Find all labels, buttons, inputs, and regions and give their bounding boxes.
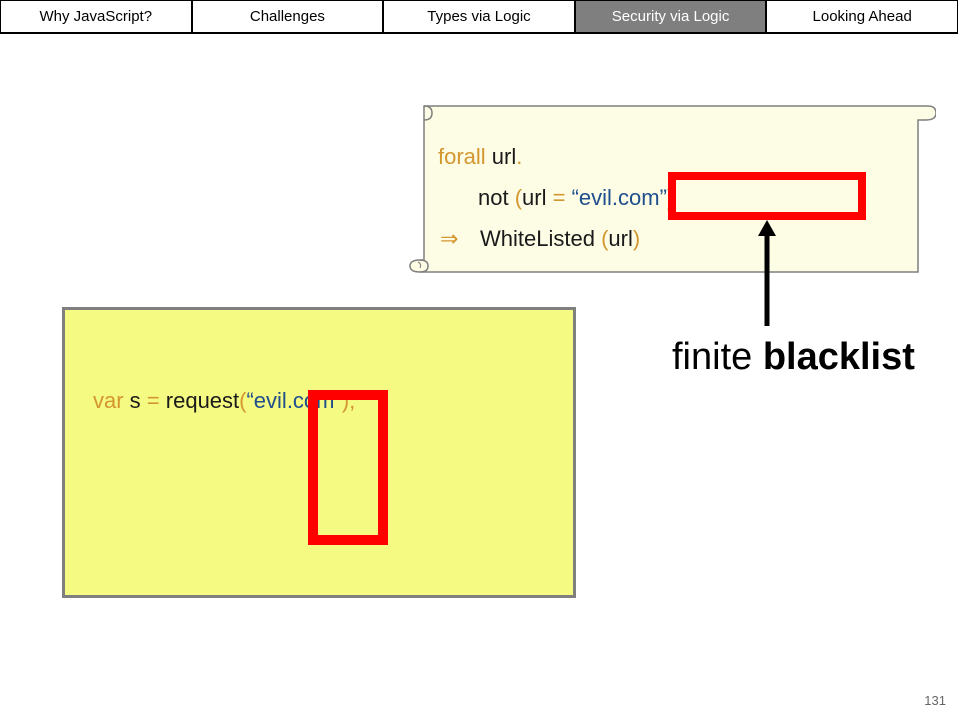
implies-icon: ⇒	[440, 226, 459, 251]
blacklist-highlight	[668, 172, 866, 220]
formula-line-2: not (url = “evil.com”)	[438, 177, 674, 218]
finite-blacklist-label: finite blacklist	[672, 336, 915, 379]
request-call: request	[159, 388, 240, 413]
evil-string: “evil.com”	[565, 185, 667, 210]
tab-security-via-logic[interactable]: Security via Logic	[575, 1, 768, 32]
formula-dot: .	[516, 144, 523, 169]
tab-challenges[interactable]: Challenges	[192, 1, 385, 32]
page-number: 131	[924, 693, 946, 708]
section-nav: Why JavaScript? Challenges Types via Log…	[0, 0, 958, 34]
code-ident: s	[123, 388, 147, 413]
label-prefix: finite	[672, 336, 763, 378]
url-var: url	[522, 185, 553, 210]
label-bold: blacklist	[762, 336, 915, 378]
tab-why-javascript[interactable]: Why JavaScript?	[1, 1, 193, 32]
code-panel: var s = request(“evil.com”);	[62, 307, 576, 598]
formula-line-3: ⇒ WhiteListed (url)	[438, 218, 674, 259]
forall-keyword: forall	[438, 144, 486, 169]
tab-types-via-logic[interactable]: Types via Logic	[384, 1, 576, 32]
policy-formula: forall url. not (url = “evil.com”) ⇒Whit…	[438, 136, 674, 259]
whitelisted-predicate: WhiteListed	[480, 226, 602, 251]
pred-paren-close: )	[632, 226, 641, 251]
pred-arg: url	[608, 226, 633, 251]
formula-line-1: forall url.	[438, 136, 674, 177]
rejected-box-icon	[308, 390, 388, 545]
not-keyword: not	[478, 185, 515, 210]
formula-var: url	[485, 144, 517, 169]
code-equals: =	[146, 388, 160, 413]
code-paren-open: (	[239, 388, 247, 413]
equals-sign: =	[552, 185, 566, 210]
var-keyword: var	[93, 388, 124, 413]
pred-paren-open: (	[601, 226, 609, 251]
tab-looking-ahead[interactable]: Looking Ahead	[767, 1, 957, 32]
paren-open: (	[514, 185, 523, 210]
